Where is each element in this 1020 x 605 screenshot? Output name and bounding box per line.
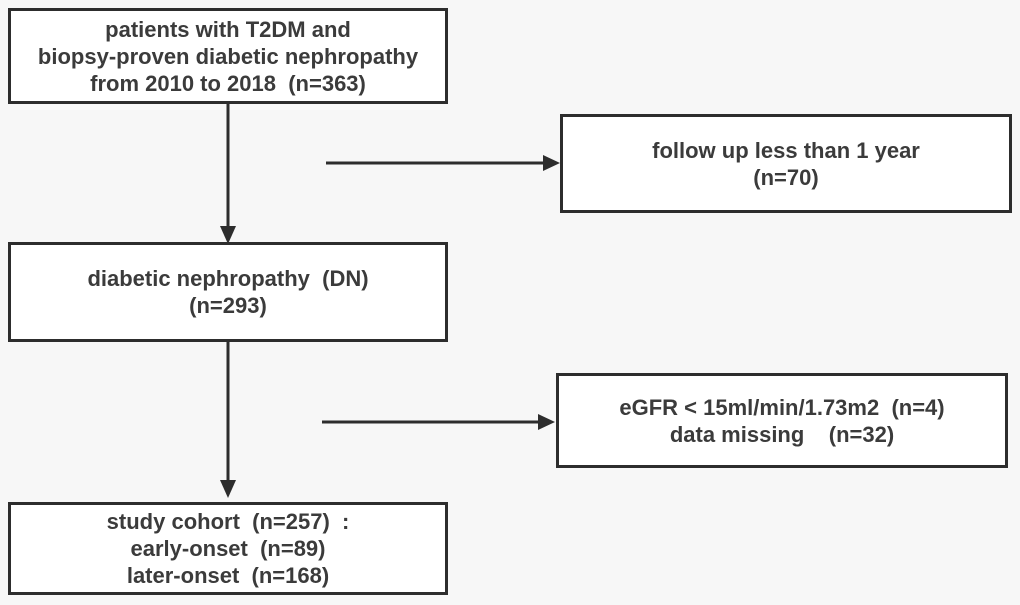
node-line: data missing (n=32): [669, 421, 895, 447]
node-line: from 2010 to 2018 (n=363): [90, 70, 366, 96]
node-line: biopsy-proven diabetic nephropathy: [37, 43, 419, 69]
node-excluded-egfr: eGFR < 15ml/min/1.73m2 (n=4) data missin…: [556, 373, 1008, 468]
node-excluded-followup: follow up less than 1 year (n=70): [560, 114, 1012, 213]
arrow-dn-to-cohort: [220, 342, 236, 498]
node-line: (n=293): [189, 293, 267, 318]
node-line: study cohort (n=257) :: [106, 509, 350, 534]
node-line: diabetic nephropathy (DN): [87, 266, 369, 291]
node-line: early-onset (n=89): [130, 536, 326, 561]
arrow-dn-to-egfr: [322, 414, 555, 430]
node-line: patients with T2DM and: [105, 16, 351, 42]
node-study-cohort: study cohort (n=257) : early-onset (n=89…: [8, 502, 448, 595]
node-line: follow up less than 1 year: [652, 137, 920, 163]
node-line: later-onset (n=168): [126, 563, 330, 588]
node-source-patients: patients with T2DM and biopsy-proven dia…: [8, 8, 448, 104]
node-diabetic-nephropathy: diabetic nephropathy (DN) (n=293): [8, 242, 448, 342]
node-line: (n=70): [753, 164, 819, 190]
node-line: eGFR < 15ml/min/1.73m2 (n=4): [619, 394, 945, 420]
arrow-source-to-followup: [326, 155, 560, 171]
arrow-source-to-dn: [220, 104, 236, 244]
